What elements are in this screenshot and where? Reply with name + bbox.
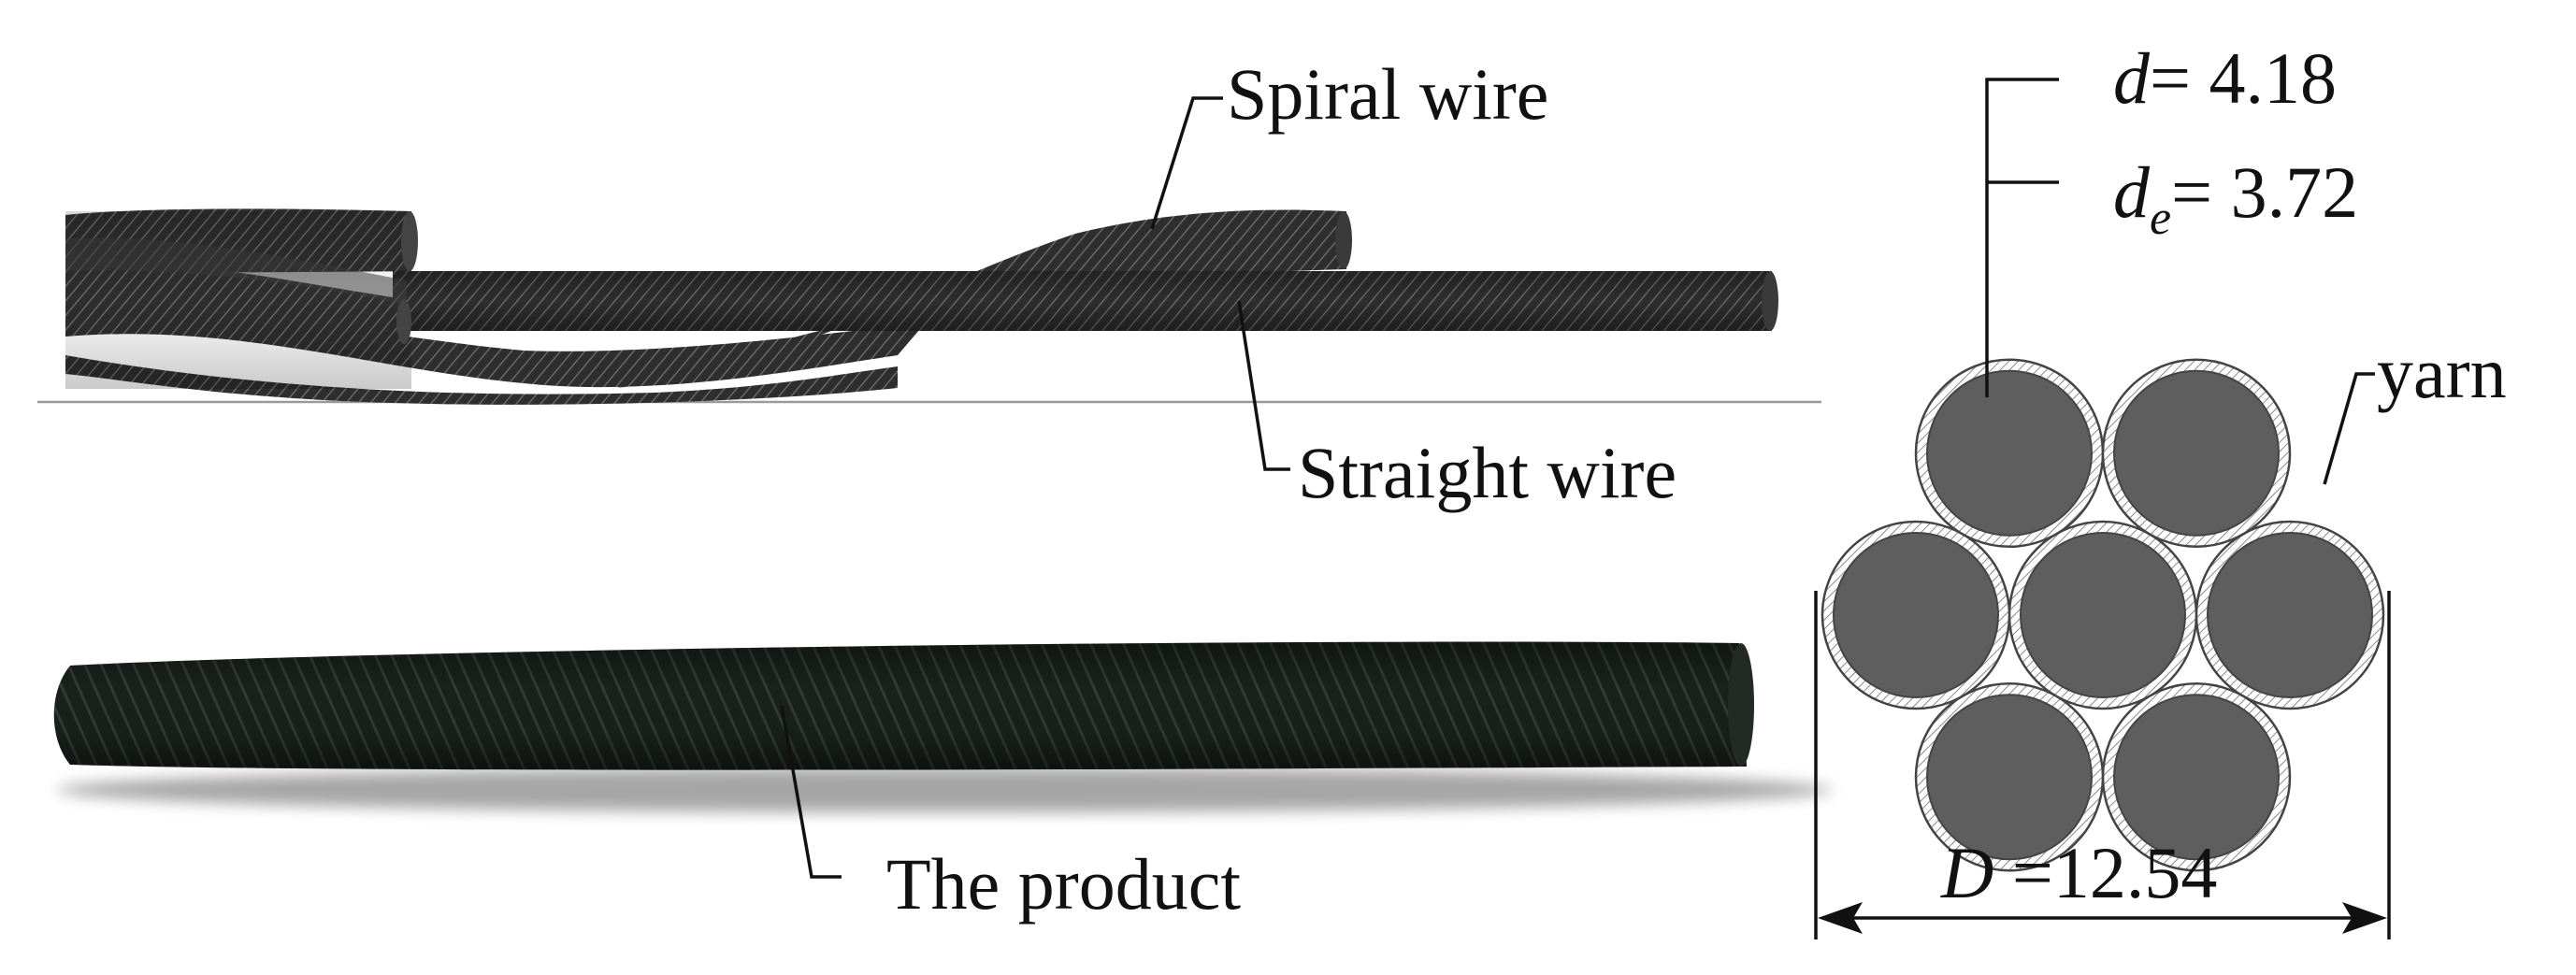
fibre-1 bbox=[2008, 520, 2198, 710]
D-arrow-left bbox=[1818, 902, 1863, 934]
product-end bbox=[1728, 643, 1754, 767]
spiral-wire-label: Spiral wire bbox=[1227, 53, 1548, 135]
unwound-rope-render bbox=[37, 208, 1821, 405]
bundle-strand-bottom bbox=[65, 355, 898, 405]
straight-wire-label: Straight wire bbox=[1298, 432, 1677, 513]
product-leader bbox=[780, 705, 842, 879]
D-dimension: D =12.54 bbox=[1940, 832, 2217, 913]
d-leader bbox=[1985, 78, 2059, 397]
spiral-wire bbox=[617, 209, 1346, 388]
fibre-core bbox=[2113, 369, 2280, 537]
fibre-core bbox=[2113, 694, 2280, 861]
fibre-core bbox=[1926, 369, 2093, 537]
d-dimension: d= 4.18 bbox=[2113, 37, 2337, 119]
de-dimension: de= 3.72 bbox=[2113, 151, 2358, 245]
fibre-core bbox=[1833, 532, 1999, 698]
fibre-4 bbox=[1914, 681, 2105, 872]
fibre-6 bbox=[1914, 358, 2105, 549]
spiral-wire-leader bbox=[1150, 96, 1223, 230]
straight-wire-end bbox=[1762, 271, 1778, 331]
fibre-2 bbox=[2195, 520, 2385, 710]
fibre-3 bbox=[2101, 681, 2292, 872]
fibre-5 bbox=[1820, 520, 2011, 710]
bundle-cut-end bbox=[401, 211, 418, 271]
cross-section-diagram: d= 4.18 de= 3.72 yarn D =12.54 bbox=[1814, 37, 2507, 939]
fibre-core bbox=[1926, 694, 2093, 861]
fibre-7 bbox=[2101, 358, 2292, 549]
straight-wire-leader bbox=[1237, 300, 1290, 471]
yarn-leader bbox=[2323, 372, 2375, 485]
yarn-label: yarn bbox=[2377, 332, 2507, 413]
the-product-label: The product bbox=[886, 843, 1241, 925]
fibre-core bbox=[2020, 532, 2186, 698]
product-shadow bbox=[56, 767, 1833, 812]
D-arrow-right bbox=[2342, 902, 2387, 934]
spiral-wire-end bbox=[1335, 211, 1352, 269]
fibre-core bbox=[2207, 532, 2373, 698]
product-photo bbox=[53, 641, 1833, 812]
